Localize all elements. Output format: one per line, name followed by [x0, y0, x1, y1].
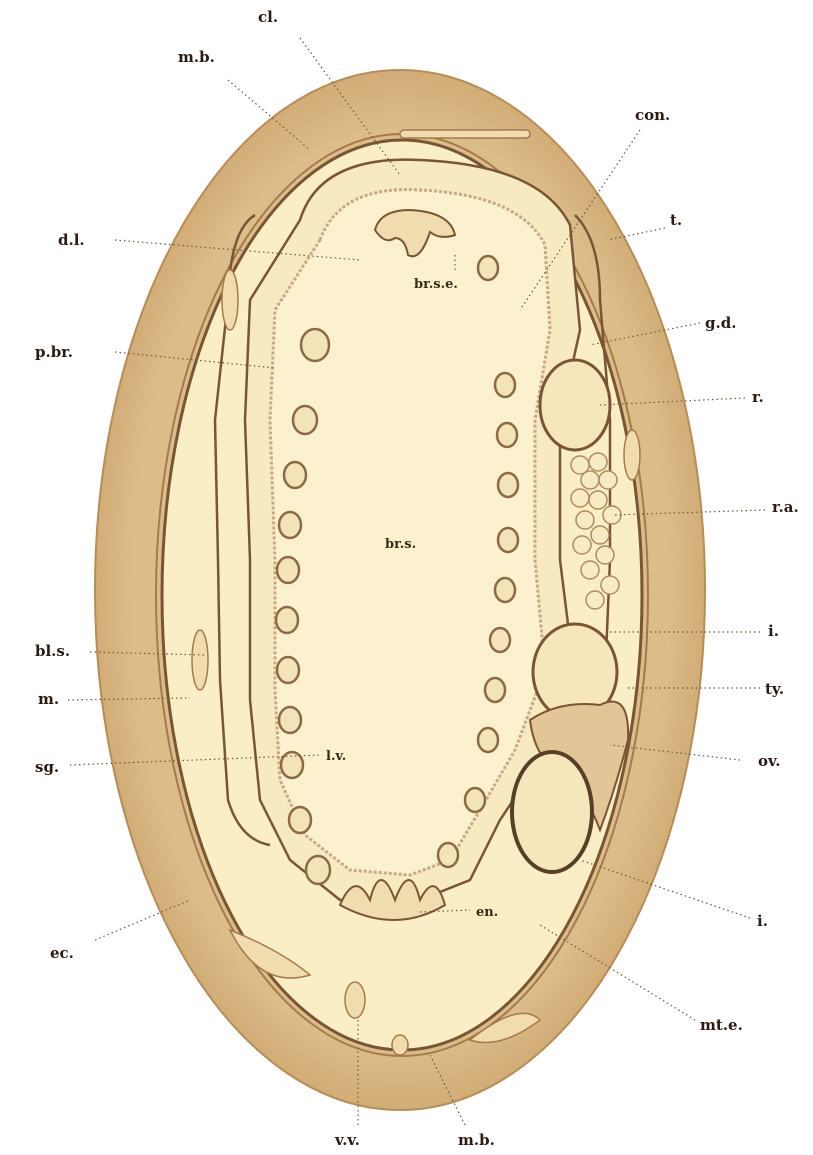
label-en: en. — [476, 905, 498, 920]
label-i-lower: i. — [757, 912, 768, 930]
label-ec: ec. — [50, 944, 74, 962]
label-i-upper: i. — [768, 622, 779, 640]
label-r: r. — [752, 388, 764, 406]
label-ra: r.a. — [772, 498, 799, 516]
label-mte: mt.e. — [700, 1016, 743, 1034]
label-con: con. — [635, 106, 670, 124]
label-sg: sg. — [35, 758, 59, 776]
label-cl: cl. — [258, 8, 278, 26]
label-ov: ov. — [758, 752, 780, 770]
label-dl: d.l. — [58, 231, 85, 249]
label-pbr: p.br. — [35, 343, 73, 361]
label-vv: v.v. — [334, 1131, 360, 1149]
label-t: t. — [670, 211, 682, 229]
label-bls: bl.s. — [35, 642, 70, 660]
label-ty: ty. — [765, 680, 784, 698]
intestine-lower — [512, 752, 592, 872]
label-gd: g.d. — [705, 314, 736, 332]
label-brs: br.s. — [385, 537, 416, 552]
label-brse: br.s.e. — [414, 277, 458, 292]
label-mb-top: m.b. — [178, 48, 215, 66]
label-lv: l.v. — [326, 749, 346, 764]
rectum — [540, 360, 610, 450]
label-mb-bottom: m.b. — [458, 1131, 495, 1149]
label-m: m. — [38, 690, 59, 708]
